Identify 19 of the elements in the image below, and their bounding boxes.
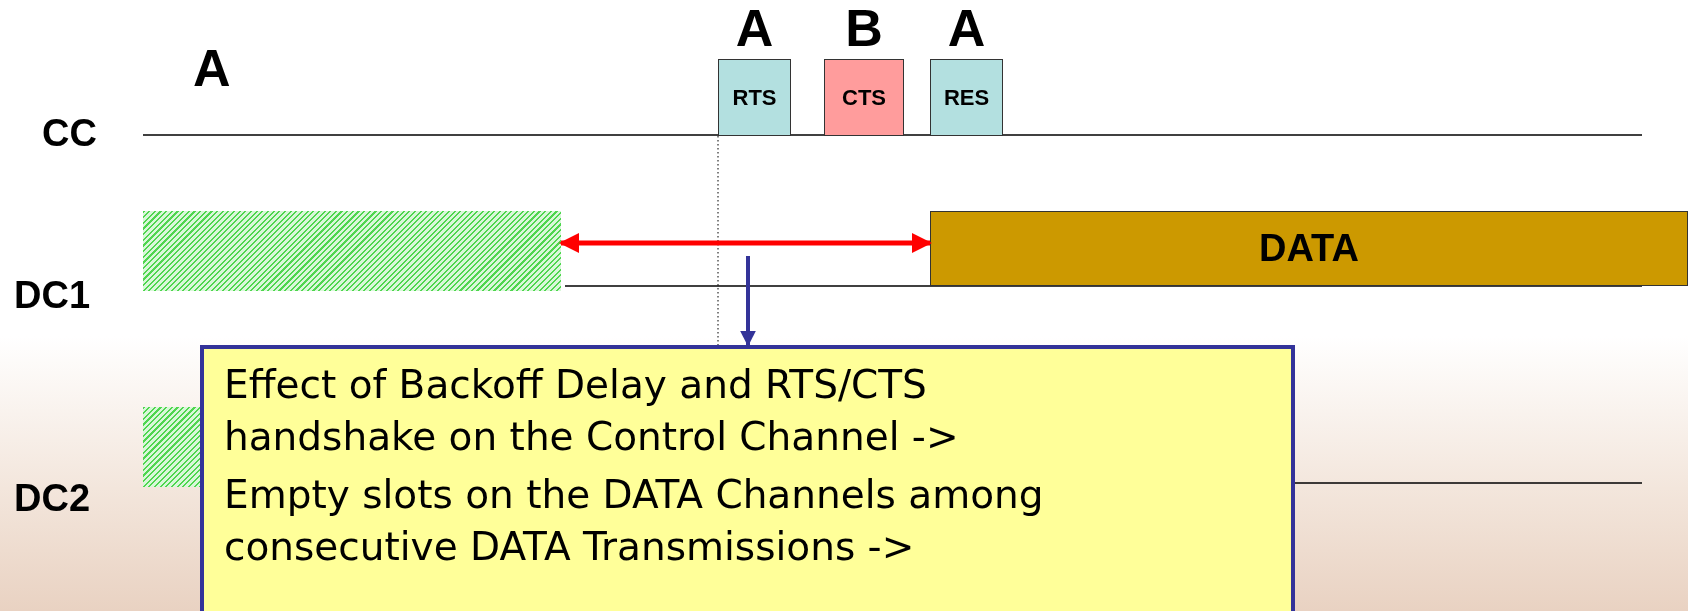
data-label: DATA (1259, 227, 1359, 270)
station-letter: A (193, 38, 231, 98)
arrow (740, 256, 756, 347)
station-letter: B (845, 0, 883, 56)
channel-label: CC (42, 112, 97, 155)
note-text: Empty slots on the DATA Channels among consecutive DATA Transmissions -> (224, 471, 1045, 571)
station-letter: A (947, 0, 986, 56)
channel-label: DC2 (14, 477, 91, 520)
hatched-bar (143, 407, 203, 487)
station-letter: A (735, 0, 774, 56)
note-text: Effect of Backoff Delay and RTS/CTS handshake on the Control Channel -> (224, 361, 960, 461)
arrow (559, 233, 932, 253)
frame-label: RTS (732, 84, 777, 111)
frame-label: RES (943, 84, 990, 111)
note-box (200, 345, 1295, 611)
hatched-bar (143, 211, 561, 291)
channel-label: DC1 (14, 274, 91, 317)
data-block (930, 211, 1688, 286)
frame-label: CTS (842, 84, 886, 111)
